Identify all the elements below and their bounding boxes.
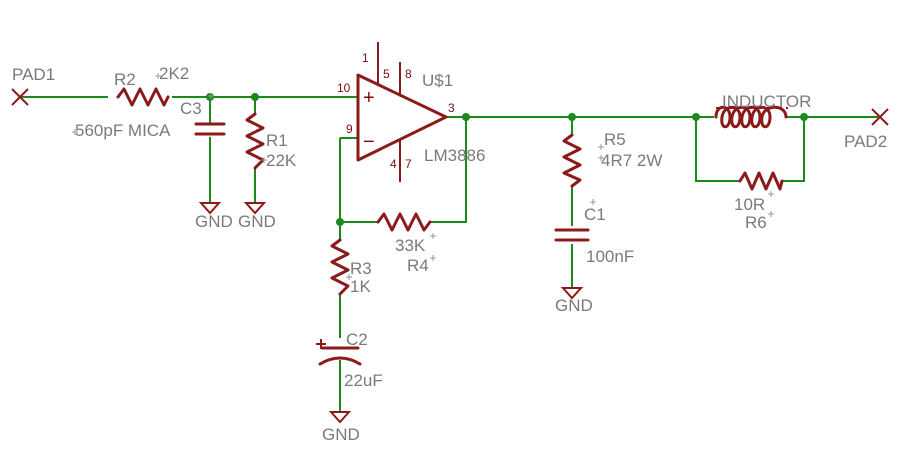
c2-ground-label: GND: [322, 425, 360, 444]
opamp-pin-4: 4: [390, 157, 397, 171]
c2-name: C2: [346, 330, 368, 349]
junctions: [206, 93, 808, 226]
r6-name: R6: [745, 213, 767, 232]
origin-markers: [72, 73, 774, 280]
c3-value: 560pF MICA: [75, 121, 171, 140]
r6-value: 10R: [734, 195, 765, 214]
ground-symbol: [560, 287, 584, 300]
r5-name: R5: [604, 130, 626, 149]
opamp-value: LM3886: [424, 146, 485, 165]
ground-symbol: [243, 202, 267, 215]
pad1-symbol: [11, 88, 29, 106]
junction-dot: [692, 113, 700, 121]
r3-name: R3: [350, 259, 372, 278]
junction-dot: [336, 218, 344, 226]
wire-r6-left: [695, 117, 740, 182]
wire-r4-right: [430, 117, 467, 223]
junction-dot: [206, 93, 214, 101]
c3-capacitor-symbol: [194, 122, 226, 136]
opamp-name: U$1: [422, 71, 453, 90]
pad2-symbol: [871, 108, 889, 126]
r2-name: R2: [114, 70, 136, 89]
opamp-pin-10: 10: [337, 81, 351, 95]
pad1-label: PAD1: [12, 65, 55, 84]
opamp-pin-7: 7: [405, 157, 412, 171]
c1-capacitor-symbol: [554, 228, 590, 242]
wires: [20, 96, 878, 412]
r5-resistor-symbol: [562, 133, 582, 188]
r2-value: 2K2: [159, 64, 189, 83]
junction-dot: [251, 93, 259, 101]
opamp-plus-sign: +: [363, 87, 375, 109]
junction-dot: [800, 113, 808, 121]
ground-symbol: [328, 411, 352, 424]
r5-value: 4R7 2W: [601, 151, 662, 170]
c3-ground-label: GND: [195, 212, 233, 231]
r1-resistor-symbol: [245, 112, 265, 170]
r4-value: 33K: [395, 236, 426, 255]
c2-electrolytic-capacitor-symbol: [316, 339, 362, 366]
r4-resistor-symbol: [376, 212, 432, 232]
r6-resistor-symbol: [738, 171, 784, 191]
c1-name: C1: [584, 205, 606, 224]
c2-value: 22uF: [344, 371, 383, 390]
opamp-symbol: [356, 42, 448, 182]
inductor-label: INDUCTOR: [722, 92, 811, 111]
r3-value: 1K: [350, 277, 371, 296]
junction-dot: [568, 113, 576, 121]
opamp-minus-sign: −: [363, 131, 375, 153]
inductor-symbol: [714, 105, 788, 129]
r2-resistor-symbol: [116, 87, 170, 107]
junction-dot: [462, 113, 470, 121]
r1-name: R1: [266, 131, 288, 150]
opamp-pin-9: 9: [346, 122, 353, 136]
c1-value: 100nF: [586, 247, 634, 266]
opamp-pin-8: 8: [405, 67, 412, 81]
r4-name: R4: [407, 256, 429, 275]
wire-r6-right: [782, 117, 805, 182]
ground-symbol: [198, 202, 222, 215]
r1-ground-label: GND: [238, 212, 276, 231]
opamp-pin-1: 1: [362, 51, 369, 65]
opamp-pin-3: 3: [448, 101, 455, 115]
r1-value: 22K: [266, 151, 297, 170]
c1-ground-label: GND: [555, 296, 593, 315]
c3-name: C3: [180, 99, 202, 118]
pad2-label: PAD2: [844, 132, 887, 151]
r3-resistor-symbol: [330, 238, 350, 296]
opamp-pin-5: 5: [383, 67, 390, 81]
